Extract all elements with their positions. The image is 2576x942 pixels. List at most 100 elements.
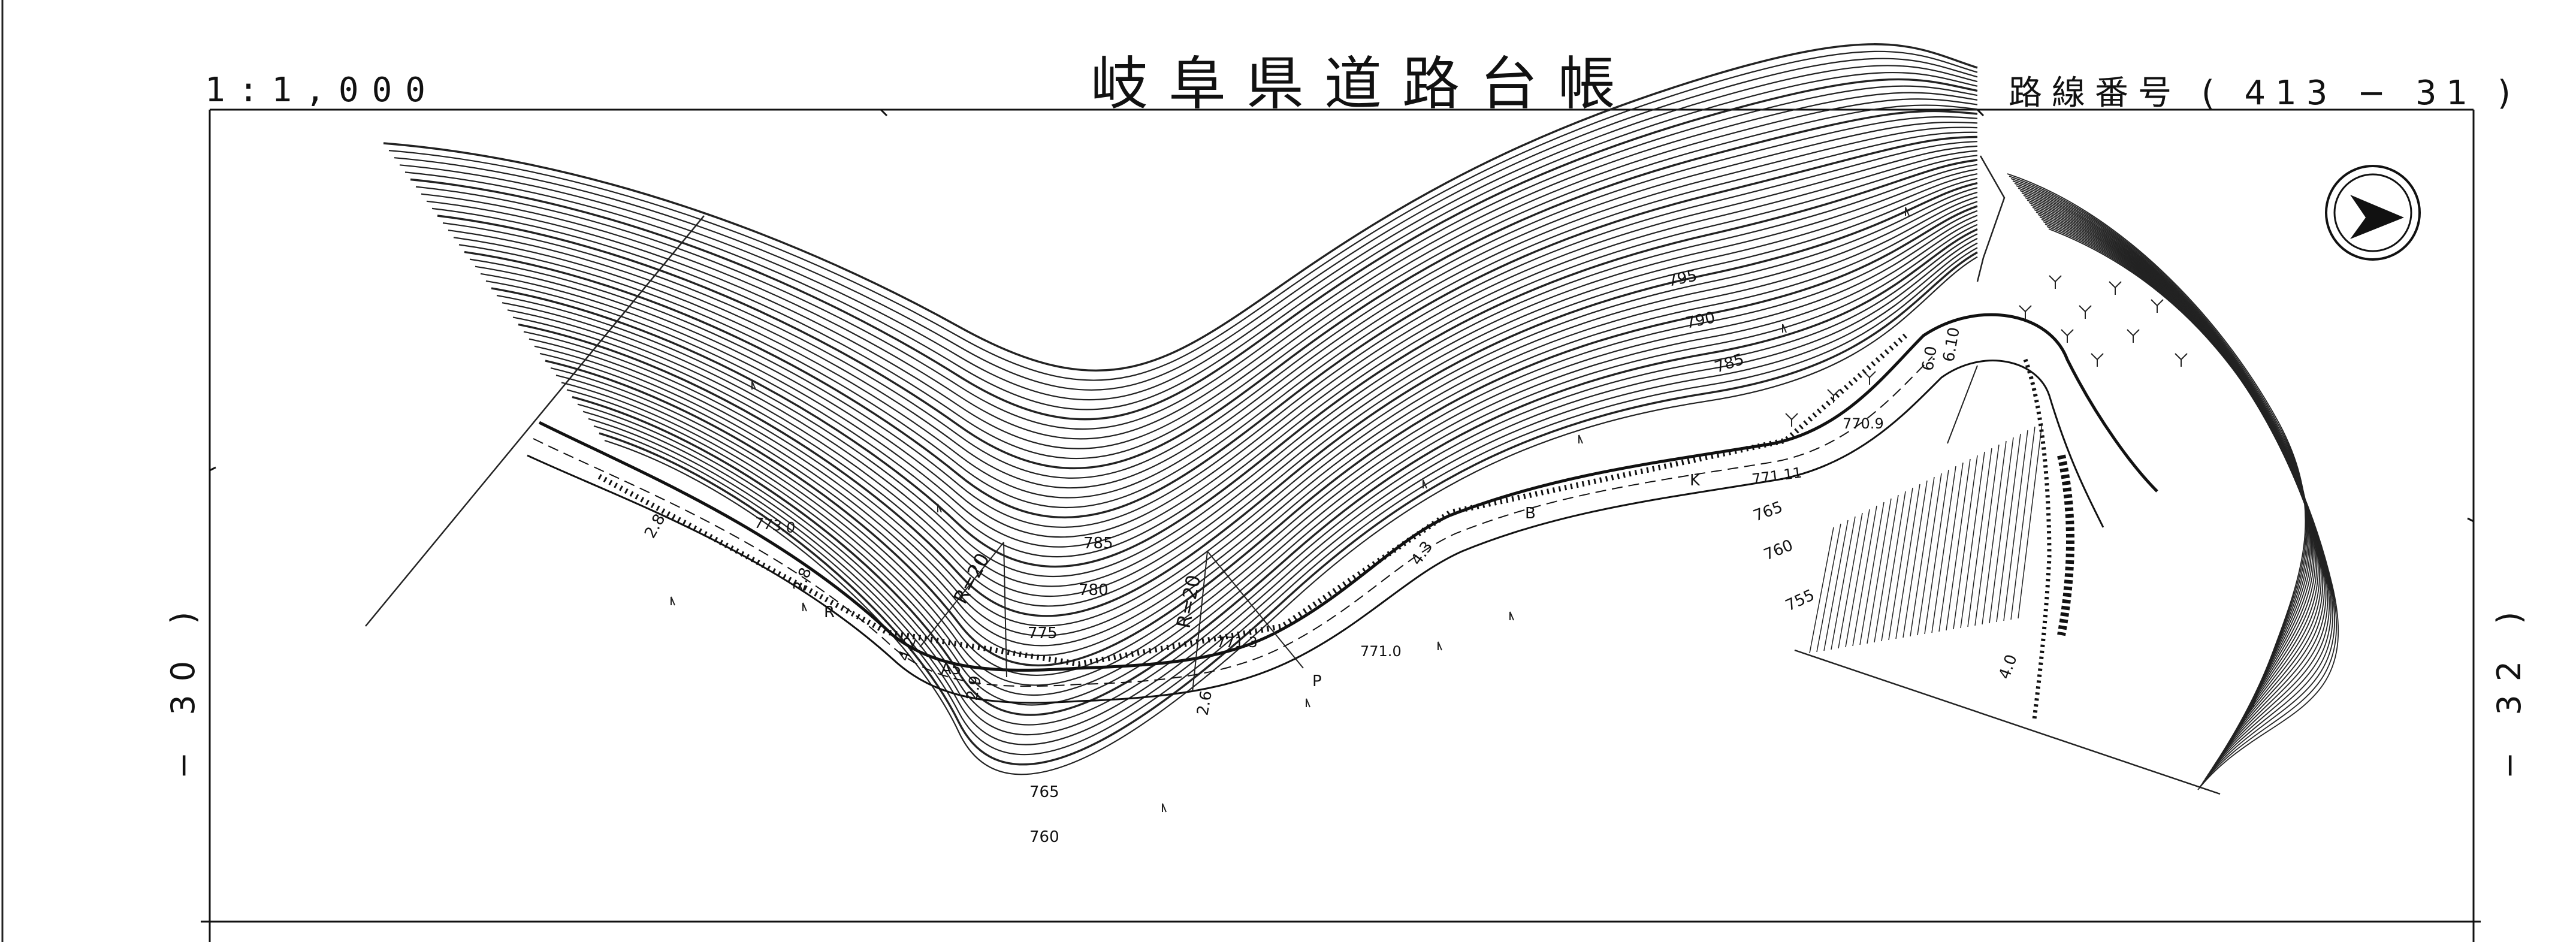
route-number-block: 路線番号 ( 413 − 31 )	[2009, 66, 2520, 114]
road-annotation: 2.9	[963, 674, 985, 702]
contour-line	[453, 126, 1978, 499]
route-number-label: 路線番号	[2009, 74, 2181, 113]
contour-lines-east	[1809, 173, 2339, 790]
curve-radius-lines	[919, 365, 1978, 693]
contour-line	[480, 150, 1978, 548]
contour-line	[448, 121, 1978, 489]
slope-hatch	[1931, 466, 1956, 633]
slope-hatch	[1867, 498, 1892, 644]
slope-hatch	[1895, 484, 1920, 639]
contour-line	[545, 205, 1978, 667]
vegetation-symbol	[1306, 698, 1310, 708]
slope-hatch	[1881, 491, 1906, 642]
vegetation-symbol	[1438, 641, 1442, 651]
slope-hatch	[2010, 426, 2036, 620]
contour-line	[582, 237, 1978, 736]
contour-line	[523, 187, 1978, 627]
contour-line	[534, 196, 1978, 647]
vegetation-symbol	[1827, 389, 1840, 403]
slope-hatch	[1874, 494, 1899, 643]
slope-hatch	[1838, 512, 1863, 649]
contour-line	[512, 177, 1978, 607]
contour-label: 795	[1666, 267, 1699, 291]
contour-line	[593, 247, 1978, 756]
contour-line	[539, 201, 1978, 656]
slope-hatch	[1888, 487, 1913, 641]
map-scale: 1:1,000	[205, 71, 439, 110]
vegetation-symbol	[1905, 207, 1910, 216]
road-annotation: 4.3	[1408, 538, 1436, 569]
map-frame	[201, 108, 2481, 942]
vegetation-symbol	[1423, 479, 1427, 489]
contour-line	[394, 58, 1978, 391]
vegetation-symbol	[2049, 275, 2062, 289]
contour-lines-west	[383, 43, 1978, 775]
contour-line	[588, 242, 1978, 745]
slope-hatch	[1917, 473, 1942, 636]
vegetation-symbols	[671, 207, 2188, 813]
road-annotation: R	[824, 603, 835, 621]
contour-line	[2014, 183, 2310, 722]
contour-line	[2012, 180, 2309, 718]
slope-hatch	[1967, 448, 1992, 627]
contour-line	[485, 155, 1978, 558]
road-annotation: K	[1690, 472, 1701, 490]
contour-line	[2018, 188, 2312, 729]
contour-line	[458, 131, 1978, 509]
vegetation-symbol	[2127, 329, 2140, 343]
slope-hatch	[1989, 437, 2014, 624]
slope-hatch	[1859, 502, 1885, 645]
contour-label: 755	[1783, 586, 1817, 615]
contour-line	[415, 85, 1978, 430]
slope-hatch	[1809, 527, 1834, 654]
slope-hatch	[1910, 476, 1935, 637]
slope-hatch	[1823, 520, 1849, 651]
road-annotation: 4.0	[1995, 652, 2021, 681]
contour-label: 765	[1029, 783, 1059, 801]
vegetation-symbol	[2091, 353, 2104, 367]
contour-line	[464, 135, 1978, 519]
vegetation-symbol	[1782, 324, 1787, 333]
contour-line	[599, 251, 1978, 766]
vegetation-symbol	[1863, 371, 1876, 385]
slope-hatch	[2018, 422, 2043, 619]
contour-line	[577, 233, 1978, 726]
contour-line	[437, 110, 1978, 470]
contour-label: 780	[1079, 581, 1109, 599]
curve-radius-labels: R=20 R=20	[949, 550, 1206, 630]
slope-hatch	[2003, 430, 2028, 621]
vegetation-symbol	[1578, 434, 1583, 444]
contour-line	[475, 145, 1978, 538]
vegetation-symbol	[937, 503, 942, 513]
contour-line	[496, 164, 1978, 578]
road-annotation: 2.6	[1194, 689, 1216, 717]
slope-hatch	[1902, 480, 1928, 638]
vegetation-symbol	[802, 602, 807, 612]
vegetation-symbol	[2175, 353, 2188, 367]
contour-line	[604, 256, 1978, 775]
vegetation-symbol	[2151, 299, 2164, 313]
contour-line	[2048, 228, 2339, 790]
sheet-title: 岐阜県道路台帳	[1091, 50, 1636, 117]
slope-hatch	[1996, 433, 2021, 623]
slope-hatch	[1816, 523, 1841, 653]
contour-line	[555, 215, 1978, 686]
spot-elevations: 773.0 771.3 771.0 771.11 770.9	[753, 415, 1884, 660]
contour-line	[2019, 190, 2314, 733]
contour-line	[2010, 178, 2308, 715]
vegetation-symbol	[2061, 329, 2074, 343]
contour-label: 785	[1083, 535, 1113, 552]
spot-elevation: 771.0	[1360, 643, 1402, 660]
route-number-value: 413 − 31	[2244, 74, 2478, 113]
contour-line	[518, 182, 1978, 617]
contour-line	[388, 50, 1978, 381]
contour-label: 760	[1761, 536, 1795, 564]
contour-line	[550, 210, 1978, 677]
vegetation-symbol	[1509, 611, 1514, 621]
vegetation-symbol	[1785, 413, 1798, 427]
slope-hatch	[1924, 469, 1949, 635]
contour-line	[404, 71, 1978, 410]
slope-hatch	[1852, 505, 1877, 647]
road-annotation: B	[1525, 505, 1536, 523]
